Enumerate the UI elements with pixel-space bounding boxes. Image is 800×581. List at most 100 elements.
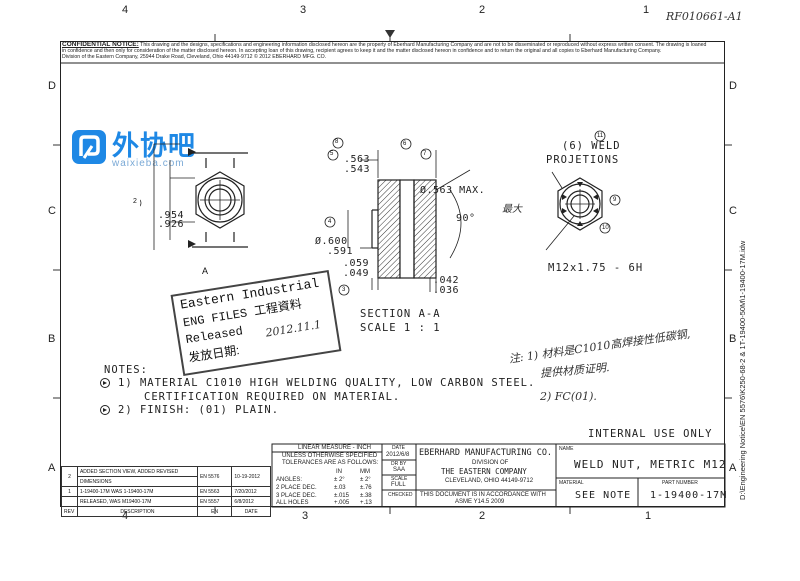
- revision-header: REV DESCRIPTION EN DATE: [61, 506, 271, 517]
- tol-col-mm: MM: [360, 469, 370, 475]
- company-parent: THE EASTERN COMPANY: [441, 467, 527, 476]
- date-value: 2012/6/8: [386, 452, 410, 458]
- tol-angles-in: ± 2°: [334, 477, 345, 483]
- tol-header-3: TOLERANCES ARE AS FOLLOWS:: [282, 460, 379, 466]
- tol-header-2: UNLESS OTHERWISE SPECIFIED: [282, 453, 378, 459]
- zone-top-4: 4: [122, 4, 129, 16]
- front-view-drawing: [140, 143, 248, 250]
- zone-right-d: D: [729, 80, 737, 92]
- thread-spec: M12x1.75 - 6H: [548, 262, 644, 274]
- standard-line-1: THIS DOCUMENT IS IN ACCORDANCE WITH: [420, 492, 546, 498]
- document-reference-handwritten: RF010661-A1: [666, 10, 743, 23]
- dim-591: .591: [327, 246, 354, 257]
- notes-heading: NOTES:: [104, 364, 148, 376]
- standard-line-2: ASME Y14.5 2009: [455, 499, 505, 505]
- dim-563: .563: [344, 154, 371, 165]
- zone-left-a: A: [48, 462, 56, 474]
- company-name: EBERHARD MANUFACTURING CO.: [419, 448, 553, 458]
- dim-042: .042: [433, 275, 460, 286]
- dim-049: .049: [343, 268, 370, 279]
- tol-row-holes: ALL HOLES: [276, 500, 309, 506]
- note-2: 2) FINISH: (01) PLAIN.: [118, 404, 280, 416]
- note-1-continued: CERTIFICATION REQUIRED ON MATERIAL.: [144, 391, 401, 403]
- zone-left-b: B: [48, 333, 56, 345]
- part-number-label: PART NUMBER: [662, 480, 698, 486]
- zone-top-3: 3: [300, 4, 307, 16]
- part-name: WELD NUT, METRIC M12: [574, 458, 727, 471]
- balloon-4: 4: [328, 219, 332, 225]
- balloon-2: 2: [133, 198, 137, 205]
- date-label: DATE: [392, 445, 405, 451]
- company-city: CLEVELAND, OHIO 44149-9712: [445, 478, 534, 484]
- zone-left-c: C: [48, 205, 56, 217]
- watermark-logo-icon: [72, 130, 106, 164]
- zone-right-c: C: [729, 205, 737, 217]
- drawn-by-value: SAA: [393, 467, 406, 473]
- section-scale: SCALE 1 : 1: [360, 322, 441, 334]
- checked-label: CHECKED: [388, 492, 413, 498]
- rev-header-en: EN: [196, 506, 233, 517]
- watermark-url: waixieba.com: [112, 158, 185, 169]
- name-label: NAME: [559, 446, 574, 452]
- tol-3place-in: ±.015: [334, 493, 349, 499]
- zone-left-d: D: [48, 80, 56, 92]
- watermark-brand: 外协吧: [112, 131, 196, 161]
- material-label: MATERIAL: [559, 480, 584, 486]
- tol-row-2place: 2 PLACE DEC.: [276, 485, 317, 491]
- balloon-6: 6: [403, 141, 407, 147]
- handwritten-note-2: 2) FC(01).: [540, 390, 597, 403]
- tol-header-1: LINEAR MEASURE - INCH: [298, 445, 372, 451]
- confidential-line-3: Division of the Eastern Company, 25944 D…: [62, 54, 327, 61]
- confidential-notice: CONFIDENTIAL NOTICE: This drawing and th…: [62, 41, 722, 61]
- dim-543: .543: [344, 164, 371, 175]
- tol-holes-in: +.005: [334, 500, 350, 506]
- scale-label: SCALE: [391, 476, 408, 482]
- dim-036: .036: [433, 285, 460, 296]
- company-division: DIVISION OF: [472, 460, 509, 466]
- balloon-10: 10: [602, 225, 609, 231]
- section-view-drawing: [324, 137, 471, 296]
- file-path-vertical: D:\Engineering Notice\EN 5576\K250-68-2 …: [738, 240, 747, 500]
- revision-table: 2 ADDED SECTION VIEW, ADDED REVISED EN 5…: [61, 466, 271, 517]
- balloon-8: 8: [335, 139, 339, 145]
- dim-926: .926: [158, 219, 185, 230]
- section-title: SECTION A-A: [360, 308, 441, 320]
- tol-2place-mm: ±.76: [360, 485, 372, 491]
- zone-right-b: B: [729, 333, 737, 345]
- dim-954: .954: [158, 210, 185, 221]
- zone-bottom-3: 3: [302, 510, 309, 522]
- tol-angles-mm: ± 2°: [360, 477, 371, 483]
- tol-2place-in: ±.03: [334, 485, 346, 491]
- tol-3place-mm: ±.38: [360, 493, 372, 499]
- drawn-by-label: DR BY: [391, 461, 407, 467]
- balloon-5: 5: [330, 151, 334, 157]
- dim-angle-90: 90°: [456, 213, 476, 224]
- zone-right-a: A: [729, 462, 737, 474]
- handwritten-max: 最大: [502, 204, 522, 215]
- weld-projection-view-drawing: [545, 130, 621, 251]
- confidential-heading: CONFIDENTIAL NOTICE:: [62, 41, 139, 48]
- zone-top-1: 1: [643, 4, 650, 16]
- tol-col-in: IN: [336, 469, 342, 475]
- weld-callout-line-1: (6) WELD: [562, 140, 621, 152]
- dim-059: .059: [343, 258, 370, 269]
- tol-row-angles: ANGLES:: [276, 477, 303, 483]
- zone-top-2: 2: [479, 4, 486, 16]
- material-value: SEE NOTE: [575, 490, 632, 501]
- weld-callout-line-2: PROJETIONS: [546, 154, 620, 166]
- internal-use-label: INTERNAL USE ONLY: [588, 428, 713, 440]
- tol-holes-mm: +.13: [360, 500, 372, 506]
- section-arrow-label-a: A: [202, 266, 209, 276]
- zone-bottom-2: 2: [479, 510, 486, 522]
- dim-dia-600: Ø.600: [315, 236, 348, 247]
- balloon-3: 3: [342, 287, 346, 293]
- zone-bottom-1: 1: [645, 510, 652, 522]
- scale-value: FULL: [391, 482, 406, 488]
- confidential-line-2: in confidence and then only for consider…: [62, 48, 662, 55]
- balloon-9: 9: [613, 197, 617, 203]
- rev-header-date: DATE: [231, 506, 271, 517]
- confidential-line-1: This drawing and the designs, specificat…: [140, 42, 707, 48]
- part-number: 1-19400-17M: [650, 490, 728, 501]
- dim-dia-563-max: Ø.563 MAX.: [420, 185, 486, 196]
